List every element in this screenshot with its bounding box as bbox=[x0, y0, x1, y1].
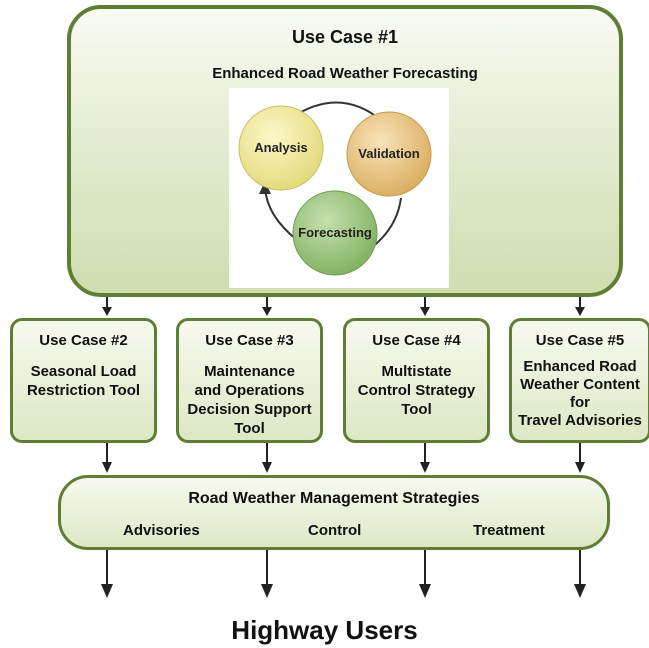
analysis-circle bbox=[238, 105, 324, 191]
cycle-arrow-left bbox=[264, 187, 298, 241]
use-case-5-title: Use Case #5 bbox=[535, 332, 625, 349]
use-case-4-box: Use Case #4 Multistate Control Strategy … bbox=[343, 318, 490, 443]
validation-label: Validation bbox=[358, 146, 419, 161]
use-case-3-name: Maintenance and Operations Decision Supp… bbox=[187, 363, 312, 437]
strategy-control: Control bbox=[308, 522, 362, 539]
highway-users-label: Highway Users bbox=[231, 615, 418, 645]
forecast-cycle-figure: Analysis Validation Forecasting bbox=[229, 88, 449, 288]
use-case-4-name: Multistate Control Strategy Tool bbox=[357, 363, 476, 418]
validation-circle bbox=[346, 111, 432, 197]
use-case-1-box: Use Case #1 Enhanced Road Weather Foreca… bbox=[67, 5, 623, 297]
use-case-2-name: Seasonal Load Restriction Tool bbox=[26, 363, 141, 399]
forecasting-circle bbox=[292, 190, 378, 276]
forecasting-label: Forecasting bbox=[298, 225, 372, 240]
use-case-2-title: Use Case #2 bbox=[39, 332, 128, 349]
strategies-title: Road Weather Management Strategies bbox=[188, 490, 480, 507]
strategy-advisories: Advisories bbox=[123, 522, 200, 539]
use-case-1-subtitle: Enhanced Road Weather Forecasting bbox=[212, 65, 478, 82]
use-case-5-name: Enhanced Road Weather Content for Travel… bbox=[518, 358, 642, 429]
strategies-box: Road Weather Management Strategies Advis… bbox=[58, 475, 610, 550]
strategy-treatment: Treatment bbox=[473, 522, 545, 539]
use-case-5-box: Use Case #5 Enhanced Road Weather Conten… bbox=[509, 318, 649, 443]
use-case-2-box: Use Case #2 Seasonal Load Restriction To… bbox=[10, 318, 157, 443]
use-case-3-title: Use Case #3 bbox=[205, 332, 294, 349]
use-case-4-title: Use Case #4 bbox=[372, 332, 461, 349]
use-case-1-title: Use Case #1 bbox=[291, 27, 399, 47]
analysis-label: Analysis bbox=[254, 140, 307, 155]
use-case-3-box: Use Case #3 Maintenance and Operations D… bbox=[176, 318, 323, 443]
